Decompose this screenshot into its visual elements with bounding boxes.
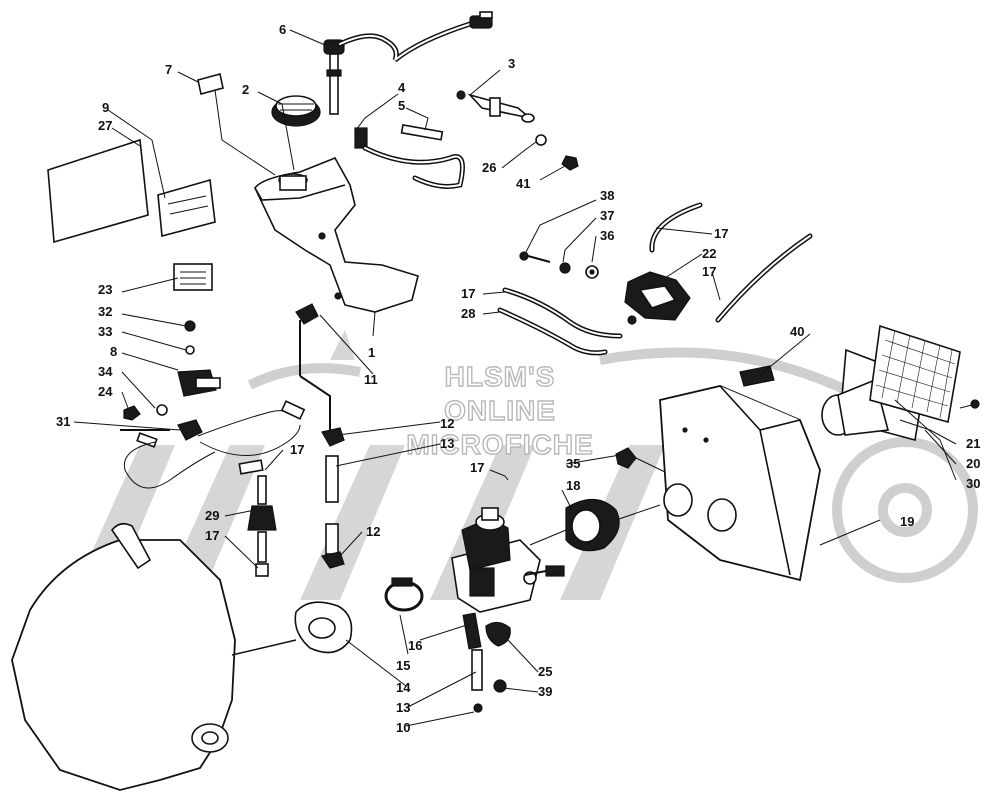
- callout-4: 4: [398, 80, 406, 95]
- fuel-tank: [254, 156, 419, 313]
- callout-16: 16: [408, 638, 422, 653]
- callout-17-f: 17: [205, 528, 219, 543]
- fuel-cap: [271, 95, 321, 127]
- callout-34: 34: [98, 364, 113, 379]
- decal-small: [157, 178, 216, 238]
- decal-large: [47, 138, 149, 244]
- callout-17-c: 17: [461, 286, 475, 301]
- callout-12-a: 12: [440, 416, 454, 431]
- callout-17-a: 17: [714, 226, 728, 241]
- leader-lines: [73, 29, 957, 727]
- callout-32: 32: [98, 304, 112, 319]
- watermark-line-2: ONLINE: [444, 395, 556, 426]
- fuel-sender: [323, 11, 493, 115]
- air-silencer: [659, 365, 821, 582]
- fuel-hoses-upper: [497, 202, 813, 356]
- callout-21: 21: [966, 436, 980, 451]
- callout-10: 10: [396, 720, 410, 735]
- vent-fitting: [354, 124, 465, 189]
- decal-tiny: [197, 73, 224, 95]
- callout-39: 39: [538, 684, 552, 699]
- callout-23: 23: [98, 282, 112, 297]
- callout-35: 35: [566, 456, 580, 471]
- callout-14: 14: [396, 680, 411, 695]
- carb-drain: [462, 612, 511, 713]
- callout-41: 41: [516, 176, 530, 191]
- hose-clamp: [384, 577, 424, 612]
- callout-13-b: 13: [396, 700, 410, 715]
- callout-25: 25: [538, 664, 552, 679]
- callout-33: 33: [98, 324, 112, 339]
- callout-17-d: 17: [290, 442, 304, 457]
- callout-29: 29: [205, 508, 219, 523]
- callout-40: 40: [790, 324, 804, 339]
- intake-boot: [529, 447, 666, 552]
- callout-11: 11: [364, 372, 378, 387]
- callout-30: 30: [966, 476, 980, 491]
- primer-assembly: [120, 263, 221, 448]
- callout-28: 28: [461, 306, 475, 321]
- callout-26: 26: [482, 160, 496, 175]
- callout-3: 3: [508, 56, 515, 71]
- callout-36: 36: [600, 228, 614, 243]
- callout-6: 6: [279, 22, 286, 37]
- callout-22: 22: [702, 246, 716, 261]
- callout-20: 20: [966, 456, 980, 471]
- callout-1: 1: [368, 345, 375, 360]
- callout-12-b: 12: [366, 524, 380, 539]
- callout-15: 15: [396, 658, 410, 673]
- intake-screen: [869, 324, 980, 424]
- callout-5: 5: [398, 98, 405, 113]
- carburetor: [451, 507, 565, 613]
- engine-block: [11, 522, 297, 791]
- callout-24: 24: [98, 384, 113, 399]
- callout-2: 2: [242, 82, 249, 97]
- fuel-line-vertical: [295, 303, 345, 569]
- inline-fuel-filter: [247, 475, 277, 577]
- callout-19: 19: [900, 514, 914, 529]
- callout-37: 37: [600, 208, 614, 223]
- callout-17-e: 17: [470, 460, 484, 475]
- callout-17-b: 17: [702, 264, 716, 279]
- primer-lines: [123, 400, 306, 489]
- callout-labels: 6 7 2 4 5 3 9 27 26 41 38 37 36 17 22 17…: [56, 22, 980, 735]
- callout-13-a: 13: [440, 436, 454, 451]
- callout-7: 7: [165, 62, 172, 77]
- callout-27: 27: [98, 118, 112, 133]
- callout-31: 31: [56, 414, 70, 429]
- callout-9: 9: [102, 100, 109, 115]
- watermark-line-1: HLSM'S: [445, 361, 556, 392]
- intake-flange: [294, 601, 353, 654]
- callout-38: 38: [600, 188, 614, 203]
- callout-8: 8: [110, 344, 117, 359]
- callout-18: 18: [566, 478, 580, 493]
- fuel-pump: [519, 251, 691, 325]
- mount-bolt: [456, 90, 579, 171]
